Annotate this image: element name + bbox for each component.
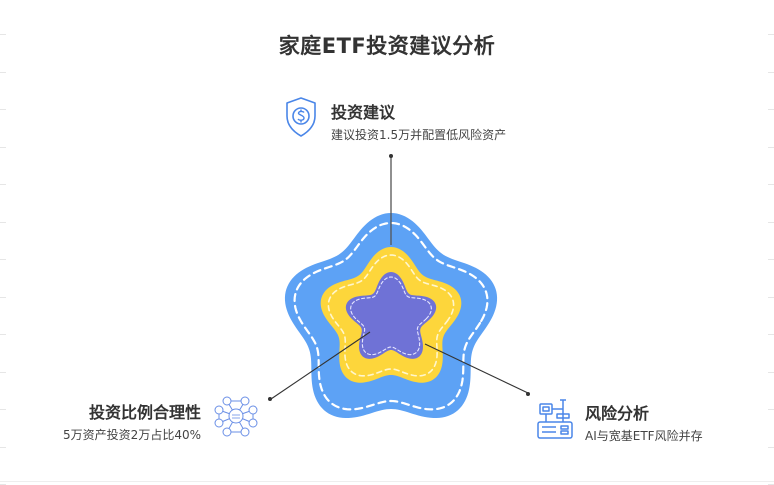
connectors xyxy=(268,154,530,401)
network-icon xyxy=(214,396,258,437)
connector-right-dot xyxy=(526,392,530,396)
flower-layers xyxy=(284,213,498,419)
edge-tick xyxy=(768,372,774,373)
edge-tick xyxy=(0,259,6,260)
edge-tick xyxy=(768,334,774,335)
node-description: 5万资产投资2万占比40% xyxy=(63,428,201,442)
machine-icon xyxy=(537,399,573,439)
edge-tick xyxy=(0,222,6,223)
edge-tick xyxy=(768,259,774,260)
edge-tick xyxy=(0,109,6,110)
edge-tick xyxy=(768,34,774,35)
connector-left xyxy=(270,331,371,400)
edge-tick xyxy=(0,147,6,148)
shield-dollar-icon xyxy=(286,97,316,137)
edge-tick xyxy=(0,447,6,448)
edge-tick xyxy=(768,147,774,148)
edge-tick xyxy=(0,184,6,185)
edge-tick xyxy=(768,72,774,73)
node-heading: 风险分析 xyxy=(585,404,650,423)
node-investment-advice: 投资建议 建议投资1.5万并配置低风险资产 xyxy=(331,99,506,143)
edge-tick xyxy=(768,447,774,448)
edge-tick xyxy=(0,34,6,35)
edge-tick xyxy=(0,372,6,373)
edge-tick xyxy=(768,409,774,410)
node-heading: 投资比例合理性 xyxy=(88,403,201,422)
node-ratio-rationality: 投资比例合理性 5万资产投资2万占比40% xyxy=(63,399,201,443)
edge-tick xyxy=(0,334,6,335)
node-heading: 投资建议 xyxy=(331,103,396,122)
edge-tick xyxy=(768,297,774,298)
edge-tick xyxy=(768,109,774,110)
connector-left-dot xyxy=(268,397,272,401)
edge-tick xyxy=(0,409,6,410)
edge-tick xyxy=(768,184,774,185)
connector-top-dot xyxy=(389,154,393,158)
connector-right xyxy=(424,343,529,394)
edge-tick xyxy=(768,222,774,223)
outer-stitch-line xyxy=(293,221,489,411)
node-description: 建议投资1.5万并配置低风险资产 xyxy=(331,128,507,142)
page-title: 家庭ETF投资建议分析 xyxy=(278,34,496,58)
middle-stitch-line xyxy=(327,254,455,377)
inner-flower-layer xyxy=(345,272,437,359)
bottom-divider xyxy=(0,481,774,482)
node-risk-analysis: 风险分析 AI与宽基ETF风险并存 xyxy=(585,400,703,444)
edge-tick xyxy=(0,72,6,73)
node-description: AI与宽基ETF风险并存 xyxy=(585,429,703,443)
edge-tick xyxy=(0,297,6,298)
inner-stitch-line xyxy=(350,276,432,356)
